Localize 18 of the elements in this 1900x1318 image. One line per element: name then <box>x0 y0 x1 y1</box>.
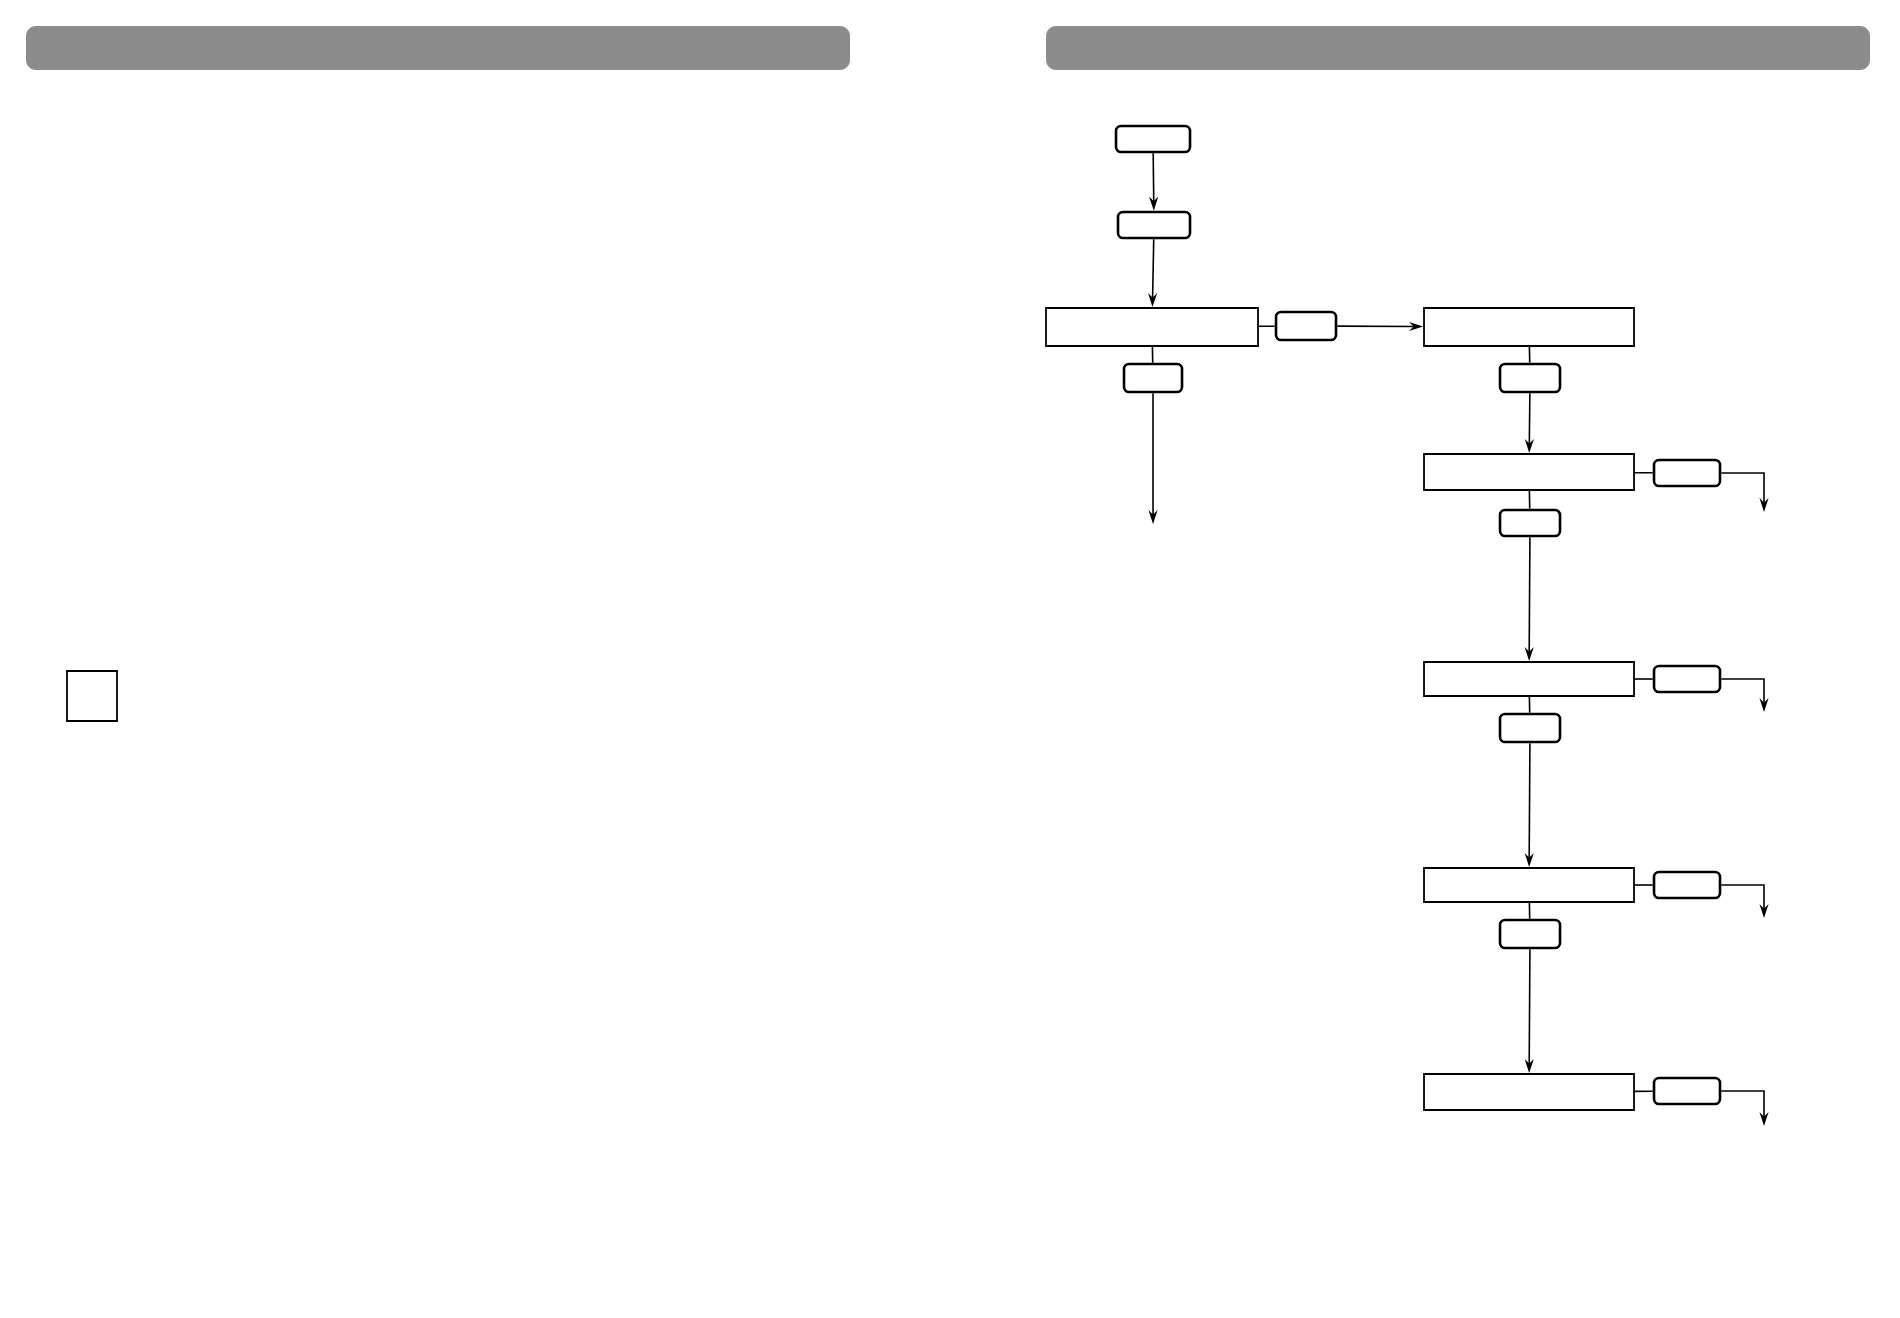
rounded-key <box>1652 870 1722 900</box>
process-box <box>1423 453 1635 491</box>
process-box <box>1423 661 1635 697</box>
rounded-key <box>1498 508 1562 538</box>
rounded-key <box>1114 124 1192 154</box>
rounded-key <box>1652 458 1722 488</box>
rounded-key <box>1116 210 1192 240</box>
rounded-key <box>1652 1076 1722 1106</box>
rounded-key <box>1498 918 1562 950</box>
process-box <box>1045 307 1259 347</box>
process-box <box>1423 307 1635 347</box>
rounded-key <box>1652 664 1722 694</box>
rounded-key <box>1498 712 1562 744</box>
rounded-key <box>1274 310 1338 342</box>
process-box <box>1423 867 1635 903</box>
rounded-key <box>1122 362 1184 394</box>
process-box <box>1423 1073 1635 1111</box>
rounded-key <box>1498 362 1562 394</box>
